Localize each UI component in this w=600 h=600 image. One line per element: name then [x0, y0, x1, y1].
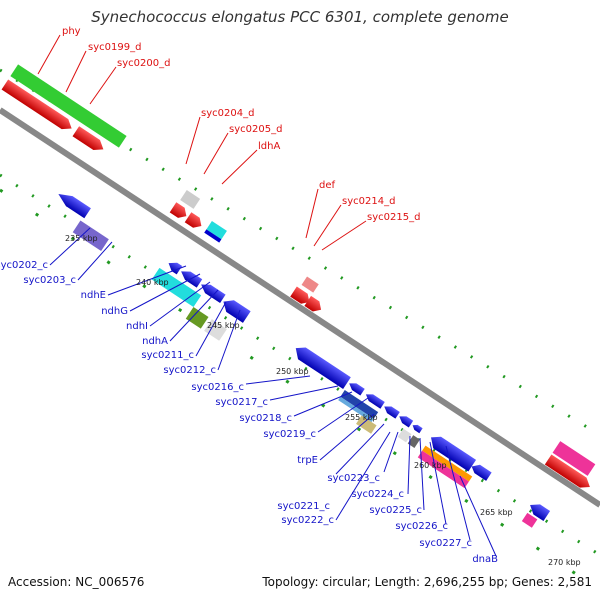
- gene-syc0212-c[interactable]: [204, 319, 227, 341]
- label-syc0227-c: syc0227_c: [419, 538, 472, 549]
- scale-label-235: 235 kbp: [65, 234, 98, 243]
- gene-blue-strip[interactable]: [204, 229, 222, 243]
- label-ndhE: ndhE: [81, 290, 106, 301]
- label-syc0224-c: syc0224_c: [351, 489, 404, 500]
- gene-syc0216-c[interactable]: [291, 343, 351, 389]
- scale-label-270: 270 kbp: [548, 558, 581, 567]
- label-syc0222-c: syc0222_c: [281, 515, 334, 526]
- gene-pink-end[interactable]: [521, 512, 538, 528]
- gene-syc0205-d[interactable]: [169, 202, 190, 221]
- label-dnaB: dnaB: [472, 554, 498, 565]
- gene-pink-forward[interactable]: [552, 441, 596, 476]
- label-trpE: trpE: [297, 455, 318, 466]
- label-syc0202-c: syc0202_c: [0, 260, 48, 271]
- gene-syc0217-c[interactable]: [347, 380, 365, 396]
- scale-label-265: 265 kbp: [480, 508, 513, 517]
- label-syc0221-c: syc0221_c: [277, 501, 330, 512]
- gene-syc0225-c[interactable]: [397, 428, 412, 443]
- gene-syc0203-c[interactable]: [72, 220, 109, 251]
- gene-syc0227-c[interactable]: [427, 432, 477, 472]
- label-syc0225-c: syc0225_c: [369, 505, 422, 516]
- label-syc0215-d: syc0215_d: [367, 212, 420, 223]
- map-title: Synechococcus elongatus PCC 6301, comple…: [91, 8, 509, 26]
- label-ndhG: ndhG: [101, 306, 128, 317]
- gene-syc0222-c[interactable]: [356, 415, 377, 434]
- gene-syc0226-c[interactable]: [407, 435, 420, 448]
- gene-red-forward[interactable]: [544, 454, 593, 492]
- label-syc0204-d: syc0204_d: [201, 108, 254, 119]
- label-ndhI: ndhI: [126, 321, 148, 332]
- label-syc0212-c: syc0212_c: [163, 365, 216, 376]
- gene-blue-end[interactable]: [527, 500, 551, 522]
- gene-ndhG[interactable]: [178, 267, 203, 288]
- reverse-leader-lines: [49, 227, 497, 557]
- scale-label-260: 260 kbp: [414, 461, 447, 470]
- label-syc0200-d: syc0200_d: [117, 58, 170, 69]
- accession-text: Accession: NC_006576: [8, 575, 145, 589]
- label-syc0226-c: syc0226_c: [395, 521, 448, 532]
- gene-dnaB[interactable]: [469, 461, 492, 481]
- scale-label-240: 240 kbp: [136, 278, 169, 287]
- gene-syc0224-c[interactable]: [411, 423, 423, 434]
- gene-syc0218-c[interactable]: [364, 391, 385, 409]
- gene-pink-reverse[interactable]: [417, 450, 469, 489]
- label-syc0217-c: syc0217_c: [215, 397, 268, 408]
- forward-leader-lines: [37, 34, 367, 251]
- scale-label-245: 245 kbp: [207, 321, 240, 330]
- gene-syc0211-c[interactable]: [185, 307, 209, 329]
- gene-ndhE[interactable]: [166, 259, 183, 275]
- genome-stats-text: Topology: circular; Length: 2,696,255 bp…: [262, 575, 592, 589]
- label-syc0203-c: syc0203_c: [23, 275, 76, 286]
- scale-label-250: 250 kbp: [276, 367, 309, 376]
- gene-syc0202-c[interactable]: [55, 189, 91, 219]
- gene-ndhA[interactable]: [220, 296, 251, 323]
- label-ndhA: ndhA: [142, 336, 168, 347]
- gene-syc0199-d[interactable]: [1, 79, 75, 133]
- gene-syc0204-d[interactable]: [180, 190, 201, 209]
- label-def: def: [319, 180, 336, 191]
- gene-syc0219-c[interactable]: [382, 403, 400, 419]
- gene-cyan-strip[interactable]: [206, 220, 227, 240]
- scale-label-255: 255 kbp: [345, 413, 378, 422]
- label-syc0205-d: syc0205_d: [229, 124, 282, 135]
- gene-orange-strip[interactable]: [422, 445, 473, 482]
- label-ldhA: ldhA: [258, 141, 280, 152]
- gene-syc0223-c[interactable]: [397, 413, 414, 428]
- label-syc0219-c: syc0219_c: [263, 429, 316, 440]
- gene-syc0200-d[interactable]: [72, 126, 107, 154]
- genome-backbone: [0, 107, 600, 508]
- label-syc0223-c: syc0223_c: [327, 473, 380, 484]
- label-phy: phy: [62, 26, 81, 37]
- gene-def[interactable]: [301, 276, 319, 293]
- gene-ldhA[interactable]: [184, 212, 205, 231]
- gene-phy[interactable]: [10, 64, 127, 148]
- label-syc0199-d: syc0199_d: [88, 42, 141, 53]
- gene-syc0214-d[interactable]: [290, 286, 312, 307]
- label-syc0216-c: syc0216_c: [191, 382, 244, 393]
- label-syc0214-d: syc0214_d: [342, 196, 395, 207]
- label-syc0211-c: syc0211_c: [141, 350, 194, 361]
- gene-syc0221-c[interactable]: [338, 396, 374, 423]
- label-syc0218-c: syc0218_c: [239, 413, 292, 424]
- gene-ndhI[interactable]: [198, 280, 226, 304]
- gene-syc0215-d[interactable]: [304, 295, 324, 315]
